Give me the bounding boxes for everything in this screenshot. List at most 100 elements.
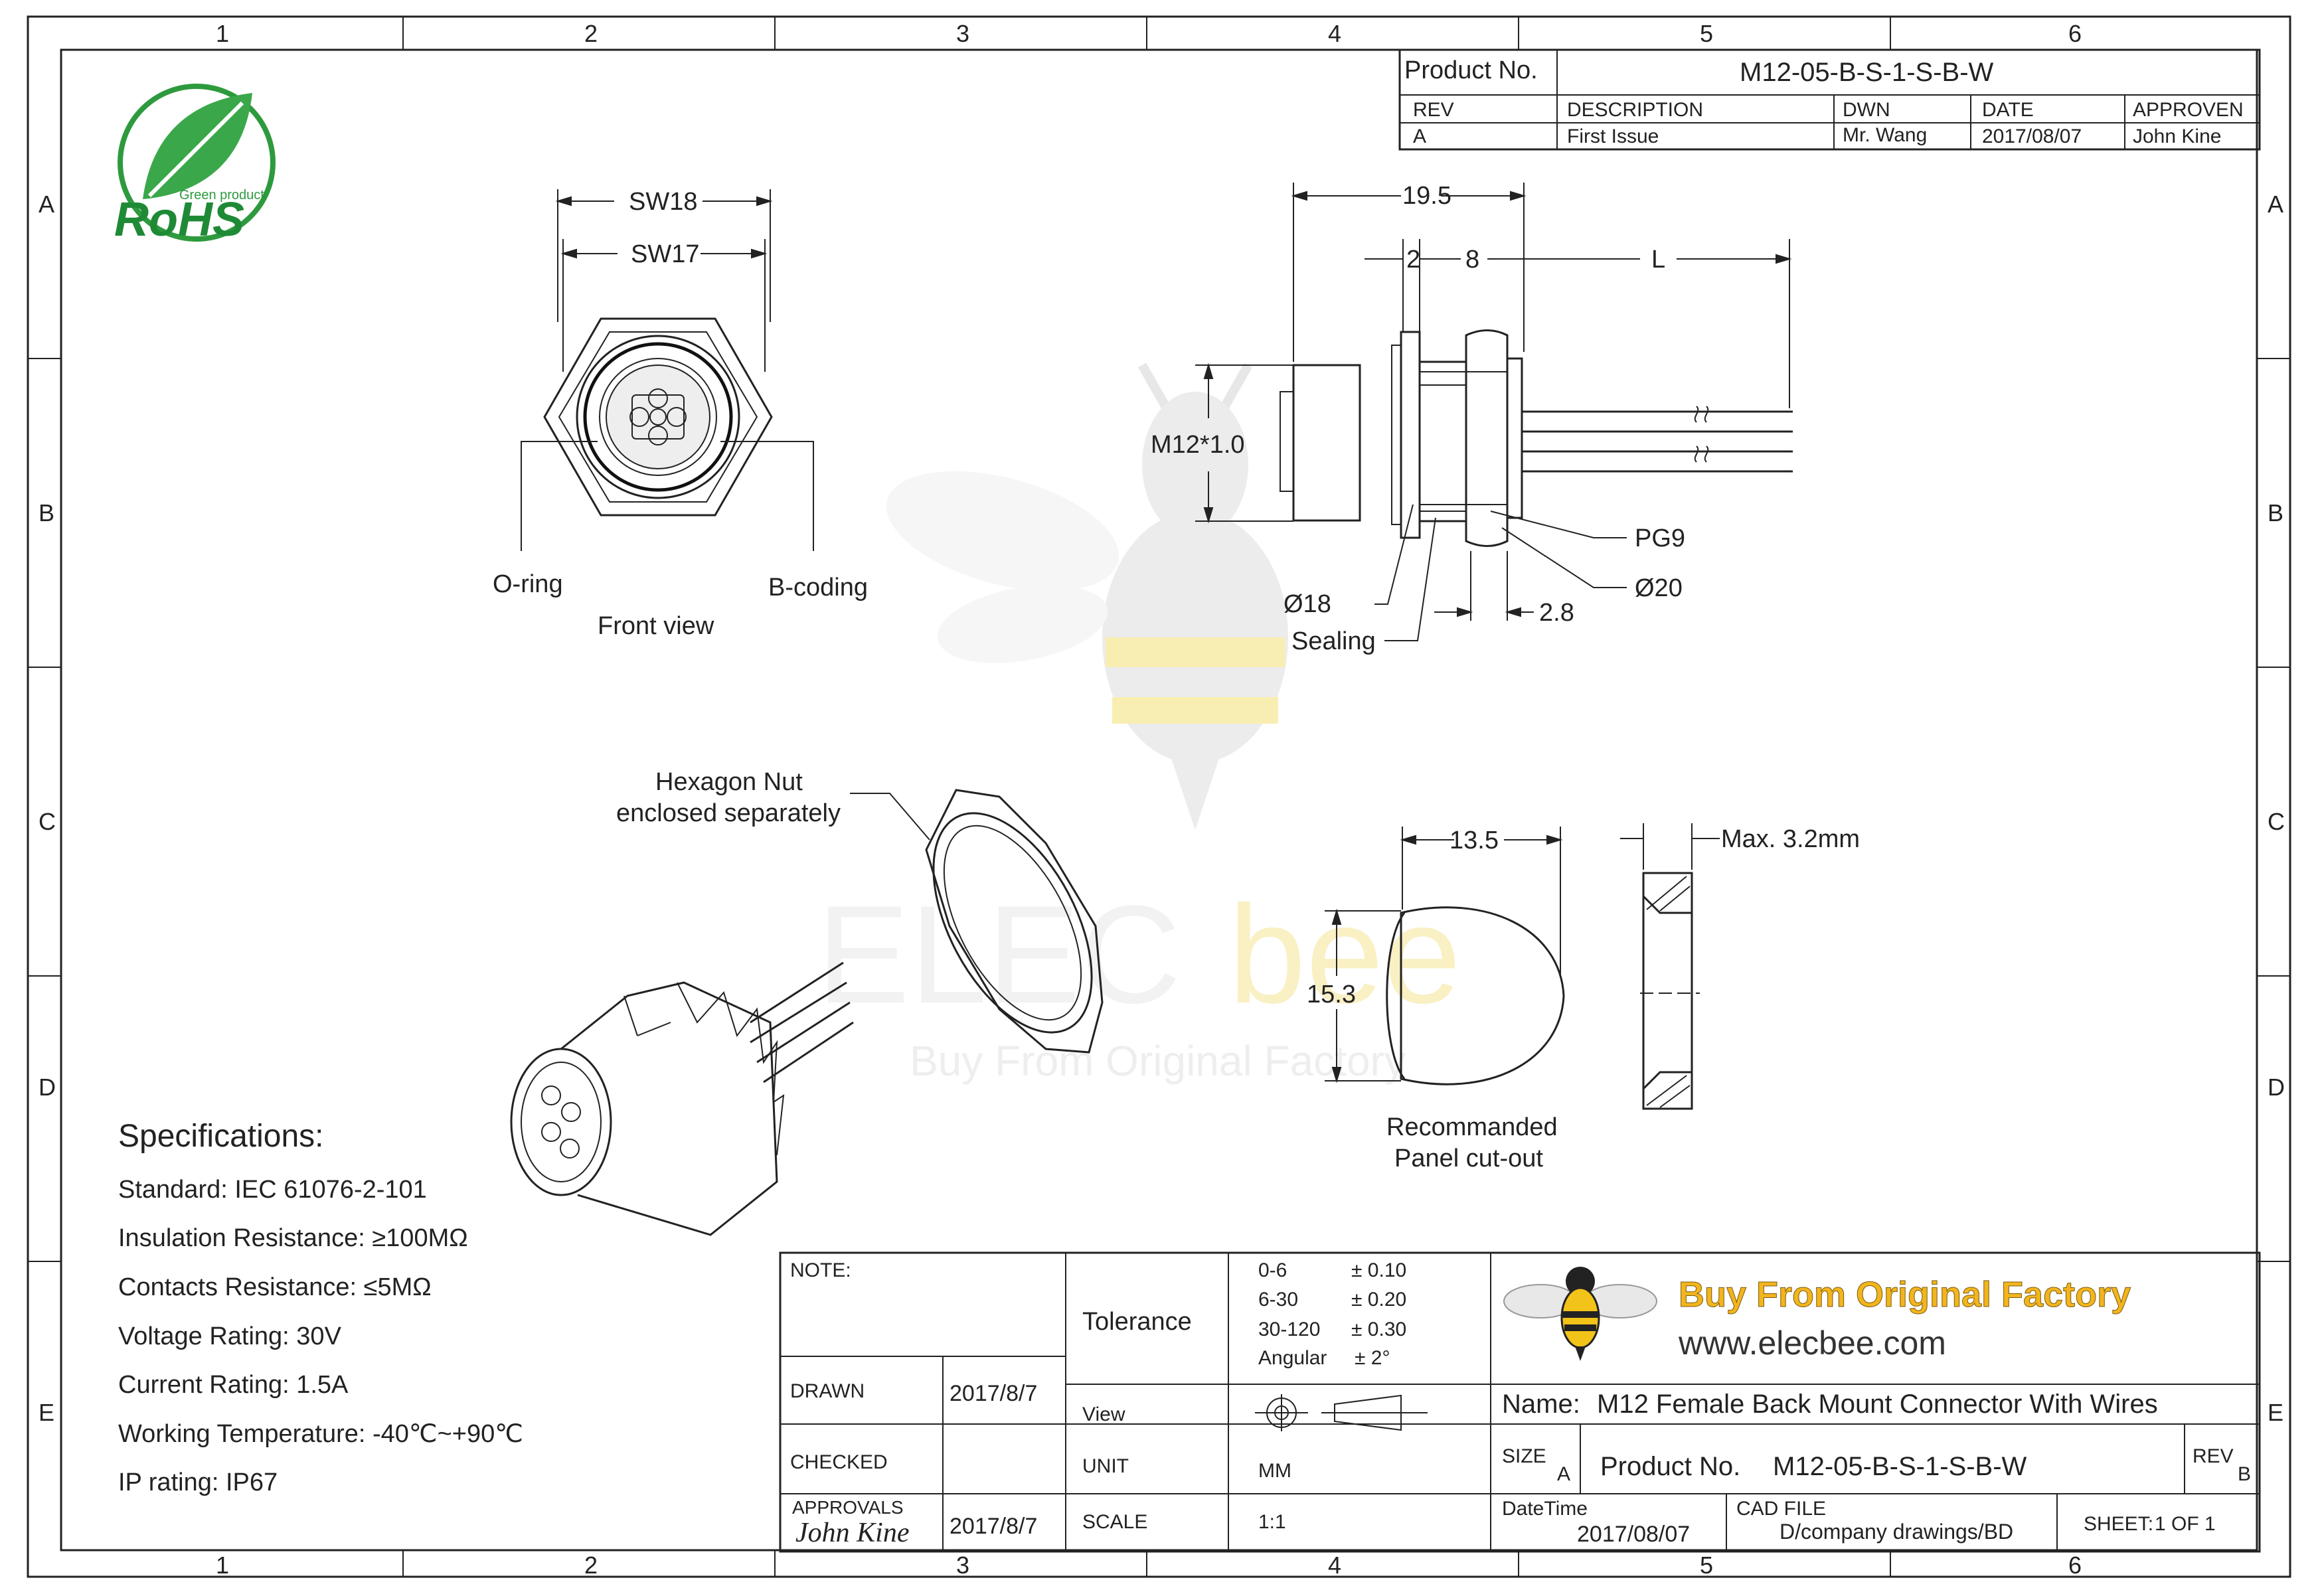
view-label: View xyxy=(1082,1403,1125,1425)
rohs-logo: Green product RoHS xyxy=(114,84,276,246)
watermark-tagline: Buy From Original Factory xyxy=(910,1037,1406,1085)
border-frame xyxy=(27,15,2291,1578)
row-label: A xyxy=(39,191,54,218)
bcoding-label: B-coding xyxy=(768,574,868,601)
brand-tagline: Buy From Original Factory xyxy=(1679,1275,2131,1315)
tol-range: 30-120 xyxy=(1258,1318,1320,1340)
dim-15-3: 15.3 xyxy=(1307,981,1356,1008)
sheet-value: 1 OF 1 xyxy=(2155,1513,2216,1535)
rev-label: REV xyxy=(2193,1445,2234,1467)
hex-nut-note-line1: Hexagon Nut xyxy=(655,768,803,796)
row-label: E xyxy=(2268,1399,2283,1426)
size-label: SIZE xyxy=(1502,1445,1546,1467)
row-label: D xyxy=(39,1074,56,1101)
revision-block: Product No. M12-05-B-S-1-S-B-W REV DESCR… xyxy=(1398,48,2261,151)
dwn-col-header: DWN xyxy=(1843,99,1890,121)
unit-value: MM xyxy=(1258,1460,1291,1482)
spec-item: Standard: IEC 61076-2-101 xyxy=(118,1176,427,1204)
approvals-signature: John Kine xyxy=(795,1518,909,1548)
sealing-label: Sealing xyxy=(1291,627,1376,655)
rev-value: A xyxy=(1413,125,1426,147)
size-value: A xyxy=(1557,1463,1570,1485)
oring-label: O-ring xyxy=(493,570,563,598)
drawn-date: 2017/8/7 xyxy=(950,1381,1037,1406)
dim-sw18: SW18 xyxy=(629,188,697,216)
scale-value: 1:1 xyxy=(1258,1511,1286,1533)
row-label: D xyxy=(2268,1074,2285,1101)
approvals-label: APPROVALS xyxy=(792,1497,904,1518)
elecbee-bee-icon xyxy=(1503,1267,1657,1361)
drawn-label: DRAWN xyxy=(790,1380,865,1402)
product-value: M12-05-B-S-1-S-B-W xyxy=(1773,1452,2027,1481)
col-label: 6 xyxy=(2068,20,2082,47)
dim-19-5: 19.5 xyxy=(1402,182,1451,210)
spec-item: IP rating: IP67 xyxy=(118,1469,278,1496)
product-no-value: M12-05-B-S-1-S-B-W xyxy=(1740,58,1994,87)
name-value: M12 Female Back Mount Connector With Wir… xyxy=(1597,1390,2158,1419)
tol-range: Angular xyxy=(1258,1347,1327,1369)
tol-range: 0-6 xyxy=(1258,1259,1287,1281)
rohs-ring-text: Green product xyxy=(179,188,264,202)
row-label: B xyxy=(2268,499,2283,526)
sheet-label: SHEET: xyxy=(2084,1513,2153,1535)
cad-label: CAD FILE xyxy=(1736,1498,1826,1520)
spec-item: Insulation Resistance: ≥100MΩ xyxy=(118,1224,468,1252)
name-label: Name: xyxy=(1502,1390,1580,1419)
dim-sw17: SW17 xyxy=(631,240,699,268)
spec-item: Working Temperature: -40℃~+90℃ xyxy=(118,1420,523,1448)
approvals-date: 2017/8/7 xyxy=(950,1514,1037,1539)
dim-m12: M12*1.0 xyxy=(1151,431,1245,459)
col-label: 6 xyxy=(2068,1552,2082,1579)
panel-cutout: 13.5 15.3 Recommanded Panel cut-out xyxy=(1307,827,1565,1172)
dim-2-8: 2.8 xyxy=(1539,599,1574,627)
border-labels: 1 2 3 4 5 6 1 2 3 4 5 6 A B C D E A B C … xyxy=(39,20,2285,1579)
approven-col-header: APPROVEN xyxy=(2133,99,2244,121)
note-label: NOTE: xyxy=(790,1259,851,1281)
col-label: 3 xyxy=(956,1552,969,1579)
col-label: 1 xyxy=(216,1552,229,1579)
dim-13-5: 13.5 xyxy=(1449,827,1499,854)
dim-8: 8 xyxy=(1465,246,1479,274)
dim-l: L xyxy=(1651,246,1665,274)
cad-value: D/company drawings/BD xyxy=(1780,1520,2013,1544)
datetime-value: 2017/08/07 xyxy=(1577,1522,1690,1547)
specifications: Specifications: Standard: IEC 61076-2-10… xyxy=(118,1119,523,1496)
col-label: 5 xyxy=(1700,1552,1713,1579)
col-label: 2 xyxy=(584,1552,598,1579)
hex-nut-note-line2: enclosed separately xyxy=(616,799,841,827)
tol-value: ± 2° xyxy=(1355,1347,1390,1369)
row-label: B xyxy=(39,499,54,526)
d20-label: Ø20 xyxy=(1635,574,1683,602)
rev-col-header: REV xyxy=(1413,99,1454,121)
col-label: 2 xyxy=(584,20,598,47)
watermark-brand-right: bee xyxy=(1228,876,1461,1032)
col-label: 1 xyxy=(216,20,229,47)
hex-nut-view xyxy=(850,789,1104,1054)
row-label: A xyxy=(2268,191,2283,218)
title-block: NOTE: Tolerance 0-6 ± 0.10 6-30 ± 0.20 3… xyxy=(779,1251,2261,1553)
projection-symbol-icon xyxy=(1255,1394,1428,1431)
tol-range: 6-30 xyxy=(1258,1289,1298,1311)
spec-item: Contacts Resistance: ≤5MΩ xyxy=(118,1273,432,1301)
col-label: 4 xyxy=(1328,20,1341,47)
col-label: 5 xyxy=(1700,20,1713,47)
col-label: 4 xyxy=(1328,1552,1341,1579)
rohs-text: RoHS xyxy=(114,193,244,246)
nut-section: Max. 3.2mm xyxy=(1620,823,1860,1110)
approven-value: John Kine xyxy=(2133,125,2221,147)
max-thickness-label: Max. 3.2mm xyxy=(1721,825,1860,853)
cutout-caption-line2: Panel cut-out xyxy=(1394,1145,1543,1172)
pin-layout xyxy=(629,388,687,445)
scale-label: SCALE xyxy=(1082,1511,1147,1533)
dwn-value: Mr. Wang xyxy=(1843,124,1927,146)
date-col-header: DATE xyxy=(1982,99,2034,121)
spec-item: Voltage Rating: 30V xyxy=(118,1322,342,1350)
d18-label: Ø18 xyxy=(1283,590,1331,618)
row-label: C xyxy=(39,808,56,835)
watermark: ELEC bee Buy From Original Factory xyxy=(817,362,1461,1085)
pg9-label: PG9 xyxy=(1635,524,1685,552)
tol-value: ± 0.20 xyxy=(1351,1289,1406,1311)
description-col-header: DESCRIPTION xyxy=(1567,99,1703,121)
row-label: E xyxy=(39,1399,54,1426)
